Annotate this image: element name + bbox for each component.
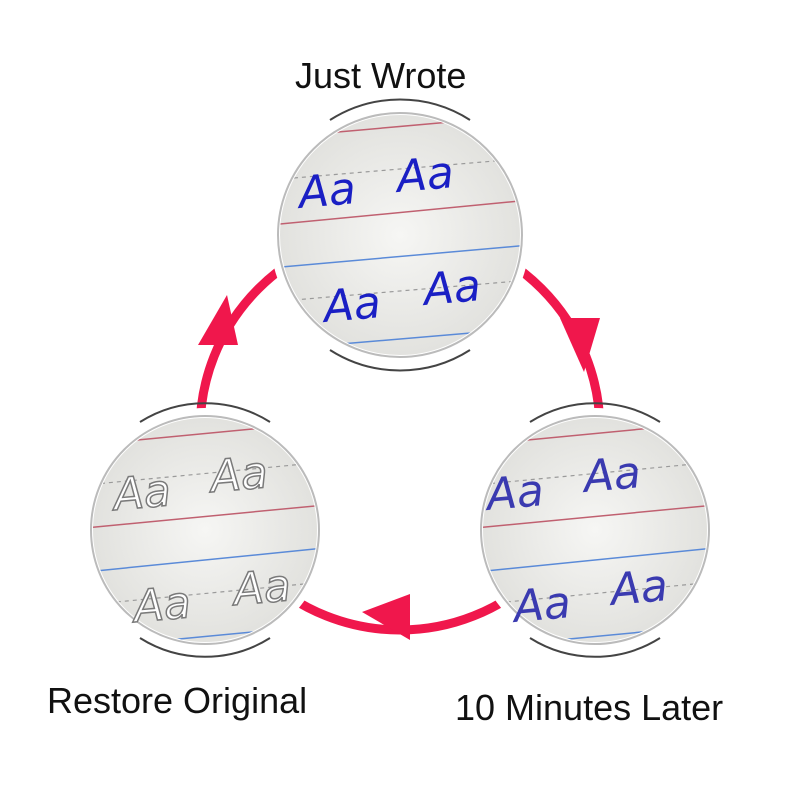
aa-sample: Aa <box>229 560 293 616</box>
aa-sample: Aa <box>392 147 456 203</box>
label-just-wrote: Just Wrote <box>295 55 467 96</box>
aa-sample: Aa <box>606 560 670 616</box>
arrow-left-icon <box>198 295 238 345</box>
aa-sample: Aa <box>319 277 383 333</box>
aa-sample: Aa <box>419 260 483 316</box>
aa-sample: Aa <box>129 577 193 633</box>
aa-sample: Aa <box>294 163 358 219</box>
arrow-bottom-icon <box>362 594 410 640</box>
aa-sample: Aa <box>109 465 173 521</box>
label-10-minutes-later: 10 Minutes Later <box>455 687 724 728</box>
circle-just-wrote: Aa Aa Aa Aa <box>270 98 530 372</box>
aa-sample: Aa <box>509 577 573 633</box>
arrow-right-icon <box>560 318 600 372</box>
circle-10-minutes-later: Aa Aa Aa Aa <box>473 402 717 658</box>
aa-sample: Aa <box>482 465 546 521</box>
aa-sample: Aa <box>206 447 270 503</box>
label-restore-original: Restore Original <box>47 680 308 721</box>
circle-restore-original: Aa Aa Aa Aa <box>83 402 327 658</box>
aa-sample: Aa <box>579 447 643 503</box>
